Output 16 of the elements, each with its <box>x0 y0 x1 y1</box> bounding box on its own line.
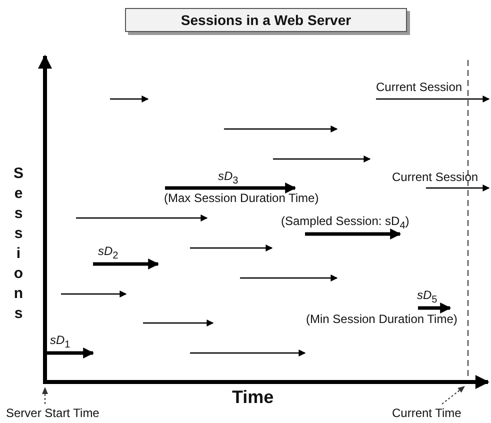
axis-title: Sessions <box>10 165 27 325</box>
session-label: Current Session <box>392 171 478 184</box>
session-label: Current Session <box>376 81 462 94</box>
session-label: sD$_{5}$ <box>417 289 438 306</box>
session-label: (Max Session Duration Time) <box>164 192 319 206</box>
time-marker-text: Current Time <box>392 407 462 420</box>
leader-line <box>442 386 465 404</box>
session-label: (Sampled Session: sD$_{4}$) <box>281 215 410 232</box>
axis-title: Time <box>232 388 274 408</box>
time-marker-text: Server Start Time <box>6 407 100 420</box>
leader-line <box>42 387 48 404</box>
session-label: sD$_{3}$ <box>218 170 238 186</box>
title-banner: Sessions in a Web Server <box>125 8 407 32</box>
session-label: (Min Session Duration Time) <box>306 313 458 326</box>
session-label: sD$_{1}$ <box>50 334 70 350</box>
session-label: sD$_{2}$ <box>98 245 118 262</box>
